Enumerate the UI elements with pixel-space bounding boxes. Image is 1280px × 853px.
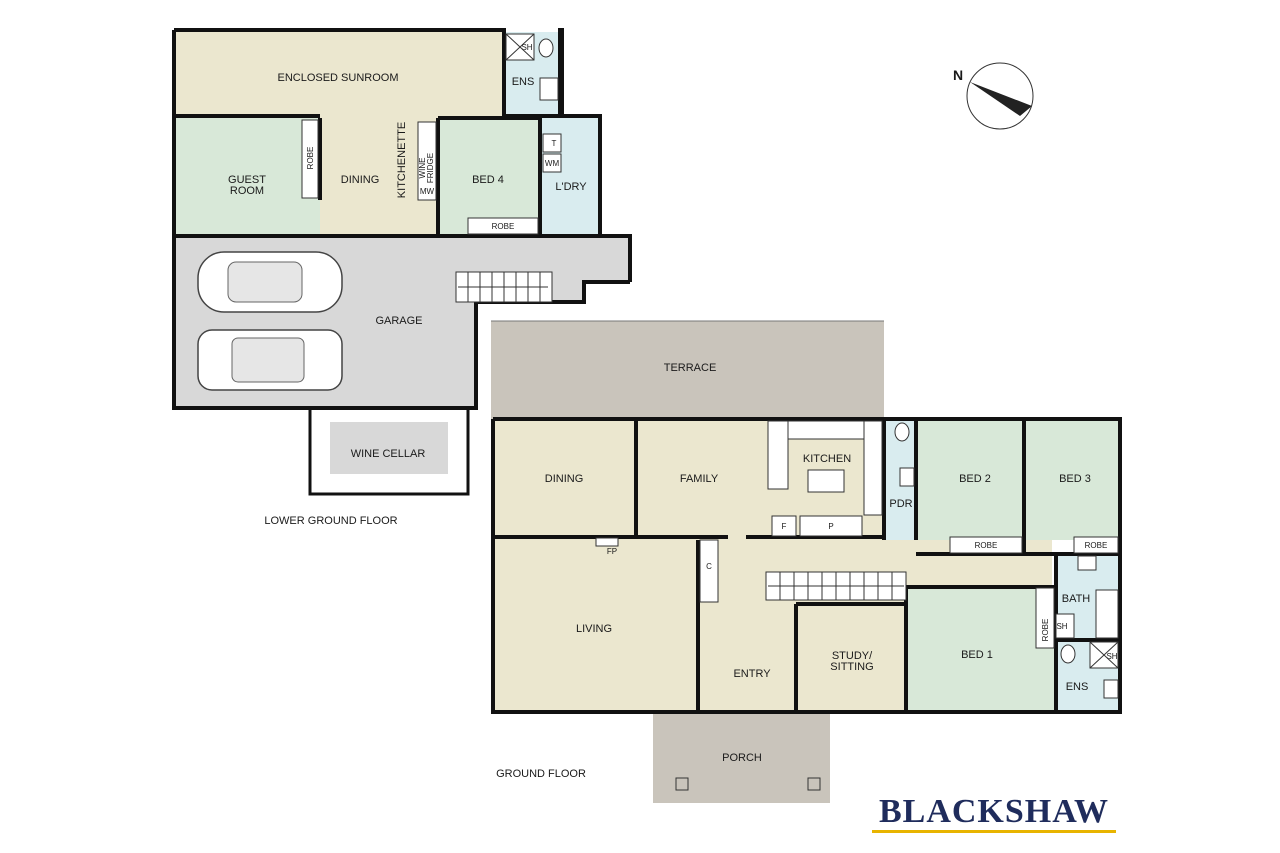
- closet: [699, 539, 719, 603]
- label-bath: BATH: [1062, 593, 1091, 605]
- kitchen-bench-left: [767, 420, 789, 490]
- label-kitchen: KITCHEN: [803, 453, 851, 465]
- laundry-tub: [542, 133, 562, 153]
- lower-stairs[interactable]: [455, 271, 553, 303]
- label-terrace: TERRACE: [664, 362, 717, 374]
- label-entry: ENTRY: [733, 668, 771, 680]
- label-bed-4: BED 4: [472, 174, 504, 186]
- label-porch: PORCH: [722, 752, 762, 764]
- washing-machine: [542, 153, 562, 173]
- room-living-zone: [493, 419, 1052, 712]
- label-fridge: F: [782, 522, 787, 531]
- room-bed-2[interactable]: [918, 419, 1024, 540]
- label-shower-ens: SH: [1106, 652, 1117, 661]
- lower-ground-floor: ENCLOSED SUNROOM ENS GUEST ROOM DINING K…: [172, 28, 632, 527]
- shower-bath: [1055, 613, 1075, 639]
- robe-guest: [301, 119, 319, 199]
- label-living: LIVING: [576, 623, 612, 635]
- label-robe-guest: ROBE: [306, 147, 315, 170]
- ground-floor: TERRACE DINING FAMILY KITCHEN PDR BED 2 …: [491, 320, 1122, 803]
- label-washing-machine: WM: [545, 159, 560, 168]
- bathtub: [1095, 589, 1119, 639]
- label-guest-room-2: ROOM: [230, 185, 264, 197]
- label-kitchenette: KITCHENETTE: [396, 122, 408, 198]
- label-laundry: L'DRY: [555, 181, 587, 193]
- porch-post: [675, 777, 689, 791]
- label-study-1: STUDY/: [832, 650, 873, 662]
- label-wine-fridge-2: FRIDGE: [426, 153, 435, 183]
- porch-post: [807, 777, 821, 791]
- brand-underline: [872, 830, 1116, 833]
- robe-bed3: [1073, 536, 1119, 554]
- room-wine-cellar[interactable]: [330, 422, 448, 474]
- label-family: FAMILY: [680, 473, 719, 485]
- brand-logo: BLACKSHAW: [872, 793, 1116, 833]
- toilet-lower-ens: [538, 38, 554, 58]
- label-ground-ens: ENS: [1066, 681, 1089, 693]
- room-guest[interactable]: [176, 118, 320, 236]
- label-garage: GARAGE: [375, 315, 422, 327]
- robe-bed1: [1035, 587, 1055, 649]
- label-robe-bed3: ROBE: [1085, 541, 1108, 550]
- label-wine-cellar: WINE CELLAR: [351, 448, 426, 460]
- room-enclosed-sunroom[interactable]: [174, 32, 504, 116]
- label-fireplace: FP: [607, 547, 617, 556]
- label-study-2: SITTING: [830, 661, 873, 673]
- label-robe-bed1: ROBE: [1041, 619, 1050, 642]
- wine-cellar-wall: [308, 406, 470, 496]
- label-lower-ens: ENS: [512, 76, 535, 88]
- toilet-ground-ens: [1060, 644, 1076, 664]
- lower-outer-wall: [174, 28, 632, 282]
- kitchenette-bench: [417, 121, 437, 201]
- label-pdr: PDR: [889, 498, 912, 510]
- room-bed-3[interactable]: [1026, 419, 1120, 540]
- compass-needle-icon: [970, 82, 1032, 116]
- label-bed-1: BED 1: [961, 649, 993, 661]
- label-wine-fridge-1: WINE: [418, 158, 427, 179]
- pantry: [799, 515, 863, 537]
- room-bed-1[interactable]: [906, 587, 1056, 712]
- label-microwave: MW: [420, 187, 435, 196]
- kitchen-bench-side: [863, 420, 883, 516]
- basin-lower-ens: [539, 77, 559, 101]
- label-robe-bed4: ROBE: [492, 222, 515, 231]
- label-bed-3: BED 3: [1059, 473, 1091, 485]
- robe-bed4: [467, 217, 539, 235]
- label-closet: C: [706, 562, 712, 571]
- label-robe-bed2: ROBE: [975, 541, 998, 550]
- label-lower-ground-floor: LOWER GROUND FLOOR: [264, 515, 397, 527]
- shower-cross-2: [1089, 641, 1119, 669]
- fridge: [771, 515, 797, 537]
- ground-stairs[interactable]: [765, 571, 907, 601]
- shower-cross-2: [505, 33, 535, 61]
- basin-ground-ens: [1103, 679, 1119, 699]
- label-laundry-tub: T: [552, 139, 557, 148]
- fireplace: [595, 537, 619, 547]
- car-icon: [197, 329, 343, 391]
- compass: N: [953, 62, 1034, 130]
- toilet-pdr: [894, 422, 910, 442]
- label-lower-dining: DINING: [341, 174, 380, 186]
- ground-outer-wall: [491, 417, 1122, 714]
- room-terrace[interactable]: [491, 321, 884, 419]
- compass-north-label: N: [953, 67, 963, 83]
- label-ground-floor: GROUND FLOOR: [496, 768, 586, 780]
- basin-pdr: [899, 467, 915, 487]
- label-guest-room-1: GUEST: [228, 174, 266, 186]
- brand-name: BLACKSHAW: [879, 793, 1109, 830]
- label-shower-bath: SH: [1056, 622, 1067, 631]
- label-bed-2: BED 2: [959, 473, 991, 485]
- room-bed-4[interactable]: [438, 118, 540, 236]
- robe-bed2: [949, 536, 1023, 554]
- label-enclosed-sunroom: ENCLOSED SUNROOM: [277, 72, 398, 84]
- label-pantry: P: [828, 522, 833, 531]
- label-ground-dining: DINING: [545, 473, 584, 485]
- label-lower-shower: SH: [521, 43, 532, 52]
- car-icon: [197, 251, 343, 313]
- basin-bath: [1077, 555, 1097, 571]
- kitchen-island: [807, 469, 845, 493]
